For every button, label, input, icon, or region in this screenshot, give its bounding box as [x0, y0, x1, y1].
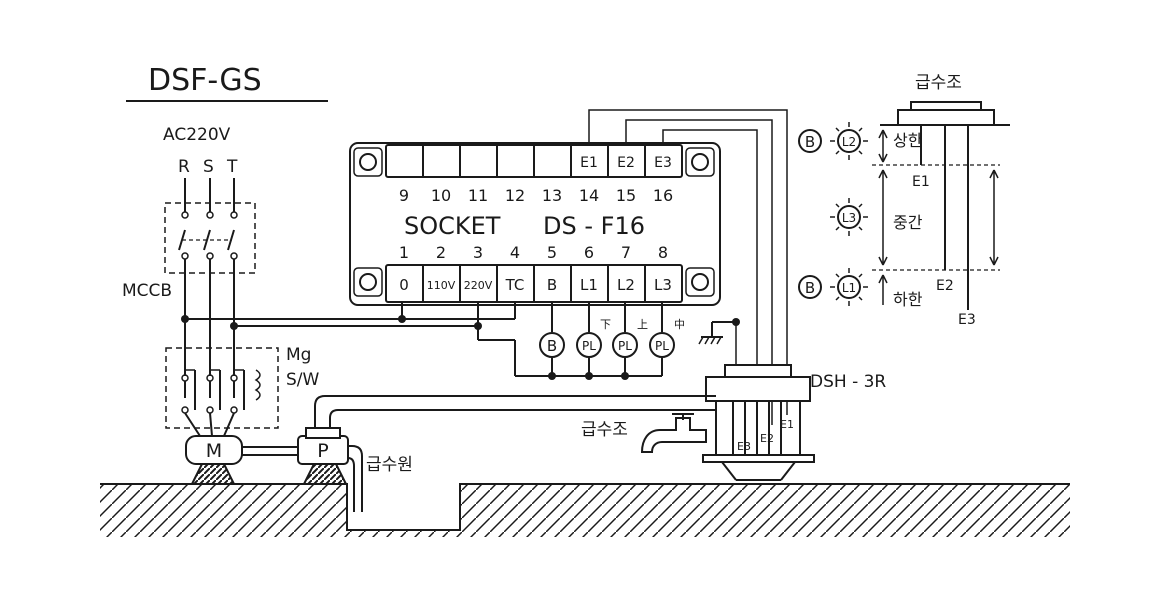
mccb-label: MCCB: [122, 281, 172, 301]
tank-level-lines: [872, 129, 1000, 305]
pilot-lamp-high: [612, 332, 638, 358]
level-high-mark: 上: [637, 318, 648, 331]
tank-detail-title: 급수조: [915, 73, 962, 93]
socket-terminal-8-label: L3: [654, 276, 672, 294]
ground-icon: [698, 318, 740, 345]
socket-unit: [349, 142, 721, 306]
lamp-icon: [830, 122, 868, 160]
socket-pin-number: 5: [547, 243, 557, 262]
level-low-mark: 下: [600, 318, 611, 331]
phase-t-label: T: [226, 157, 238, 177]
pump: [297, 395, 716, 512]
buzzer-symbol: [798, 129, 822, 153]
power-label: AC220V: [163, 125, 231, 145]
sensor-model: DSH - 3R: [810, 372, 886, 392]
lower-limit-label: 하한: [893, 290, 923, 309]
electrode-holder: [702, 364, 815, 481]
buzzer-symbol: [539, 332, 565, 358]
socket-pin-number: 10: [431, 186, 451, 205]
faucet-icon: [640, 413, 707, 453]
pump-label: P: [317, 440, 328, 462]
socket-pin-number: 16: [653, 186, 673, 205]
socket-terminal-1-label: 0: [399, 276, 409, 294]
supply-label: 급수조: [581, 420, 628, 440]
electrode-wiring: [588, 109, 788, 435]
socket-terminal-7-label: L2: [617, 276, 635, 294]
level-mid-mark: 中: [674, 318, 685, 331]
diagram-title: DSF-GS: [148, 63, 262, 98]
socket-pin-number: 9: [399, 186, 409, 205]
lamp-lower-label: L1: [842, 281, 856, 295]
sensor-electrode-label: E3: [737, 440, 751, 453]
socket-terminal-16-label: E3: [654, 155, 672, 171]
upper-limit-label: 상한: [893, 131, 923, 150]
socket-pin-number: 3: [473, 243, 483, 262]
buzzer-label: B: [547, 337, 557, 355]
phase-r-label: R: [178, 157, 190, 177]
pilot-lamp-label: PL: [582, 339, 596, 353]
tank-electrode-label: E3: [958, 312, 976, 328]
socket-terminal-5-label: B: [547, 276, 557, 294]
socket-pin-number: 12: [505, 186, 525, 205]
contactor-label-sw: S/W: [286, 370, 320, 390]
socket-terminal-15-label: E2: [617, 155, 635, 171]
tank-buzzer-label: B: [805, 279, 815, 297]
pilot-lamp-low: [576, 332, 602, 358]
phase-s-label: S: [203, 157, 214, 177]
socket-terminal-4-label: TC: [505, 276, 525, 294]
sensor-electrode-label: E1: [780, 418, 794, 431]
breaker-to-contactor-lines: [181, 259, 238, 376]
socket-terminal-2-label: 110V: [427, 279, 456, 292]
lamp-icon: [830, 198, 868, 236]
socket-terminal-6-label: L1: [580, 276, 598, 294]
lamp-middle-label: L3: [842, 211, 856, 225]
pilot-lamp-label: PL: [655, 339, 669, 353]
socket-model: DS - F16: [543, 212, 645, 240]
buzzer-symbol: [798, 275, 822, 299]
lamp-upper-label: L2: [842, 135, 856, 149]
tank-electrode-holder: [880, 101, 1010, 310]
socket-pin-number: 6: [584, 243, 594, 262]
middle-label: 중간: [893, 213, 923, 232]
ground: [100, 483, 1070, 537]
pilot-lamp-label: PL: [618, 339, 632, 353]
motor-label: M: [206, 440, 222, 462]
pilot-lamp-mid: [649, 332, 675, 358]
socket-pin-number: 2: [436, 243, 446, 262]
socket-pin-number: 4: [510, 243, 520, 262]
socket-pin-number: 15: [616, 186, 636, 205]
contactor-label-mg: Mg: [286, 345, 311, 365]
sensor-electrode-label: E2: [760, 432, 774, 445]
magnetic-switch: [165, 347, 279, 437]
socket-terminal-3-label: 220V: [464, 279, 493, 292]
socket-terminal-14-label: E1: [580, 155, 598, 171]
lamp-icon: [830, 268, 868, 306]
motor: [185, 435, 298, 485]
socket-pin-number: 8: [658, 243, 668, 262]
socket-pin-number: 11: [468, 186, 488, 205]
tank-buzzer-label: B: [805, 133, 815, 151]
socket-name: SOCKET: [404, 212, 501, 240]
socket-pin-number: 7: [621, 243, 631, 262]
tank-electrode-label: E1: [912, 174, 930, 190]
phase-lines: [184, 178, 235, 212]
socket-pin-number: 14: [579, 186, 599, 205]
water-source-label: 급수원: [366, 455, 413, 475]
tank-electrode-label: E2: [936, 278, 954, 294]
socket-pin-number: 1: [399, 243, 409, 262]
socket-pin-number: 13: [542, 186, 562, 205]
